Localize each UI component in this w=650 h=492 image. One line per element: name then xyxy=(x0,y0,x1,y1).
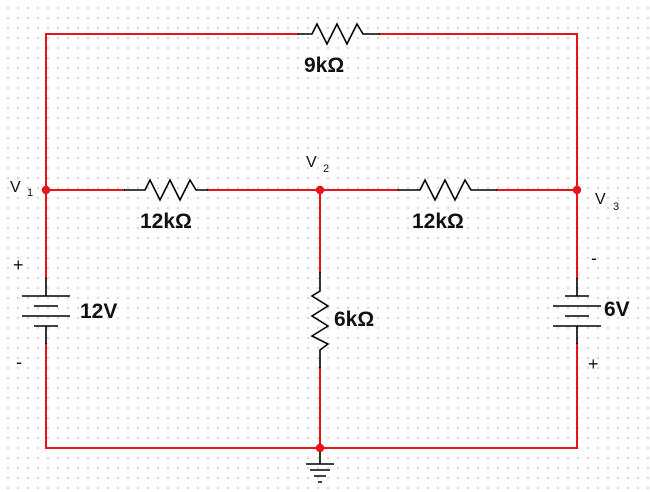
node-dot-v1 xyxy=(41,185,51,195)
battery-right-positive-label: + xyxy=(588,354,599,374)
node-v1-subscript: 1 xyxy=(27,187,33,199)
resistor-left: 12kΩ xyxy=(124,178,208,233)
node-dot-v3 xyxy=(572,185,582,195)
battery-right-label: 6V xyxy=(604,298,630,321)
node-v2-letter: V xyxy=(306,154,317,171)
battery-left-positive-label: + xyxy=(13,255,24,275)
ground-symbol xyxy=(306,448,334,483)
battery-left-negative-label: - xyxy=(16,352,22,372)
node-v3-letter: V xyxy=(595,191,606,208)
battery-right-negative-label: - xyxy=(591,248,597,268)
resistor-middle-label: 6kΩ xyxy=(334,308,374,331)
node-v2-subscript: 2 xyxy=(323,163,329,175)
battery-left: 12V + - xyxy=(13,255,117,372)
resistor-right-label: 12kΩ xyxy=(412,210,464,233)
node-dot-v2 xyxy=(315,185,325,195)
node-v1-letter: V xyxy=(10,179,21,196)
node-dots xyxy=(41,185,582,453)
resistor-top-label: 9kΩ xyxy=(304,54,344,77)
node-label-v3: V 3 xyxy=(595,191,619,213)
battery-right: 6V - + xyxy=(553,248,630,374)
wire-top xyxy=(45,33,578,191)
resistor-top: 9kΩ xyxy=(298,22,380,77)
node-label-v1: V 1 xyxy=(10,179,33,199)
resistor-left-label: 12kΩ xyxy=(140,210,192,233)
node-v3-subscript: 3 xyxy=(613,201,619,213)
wires xyxy=(45,33,578,449)
resistor-middle: 6kΩ xyxy=(310,272,374,368)
resistor-right: 12kΩ xyxy=(398,178,497,233)
battery-left-label: 12V xyxy=(80,300,117,323)
node-label-v2: V 2 xyxy=(306,154,329,175)
node-dot-ground xyxy=(315,443,325,453)
